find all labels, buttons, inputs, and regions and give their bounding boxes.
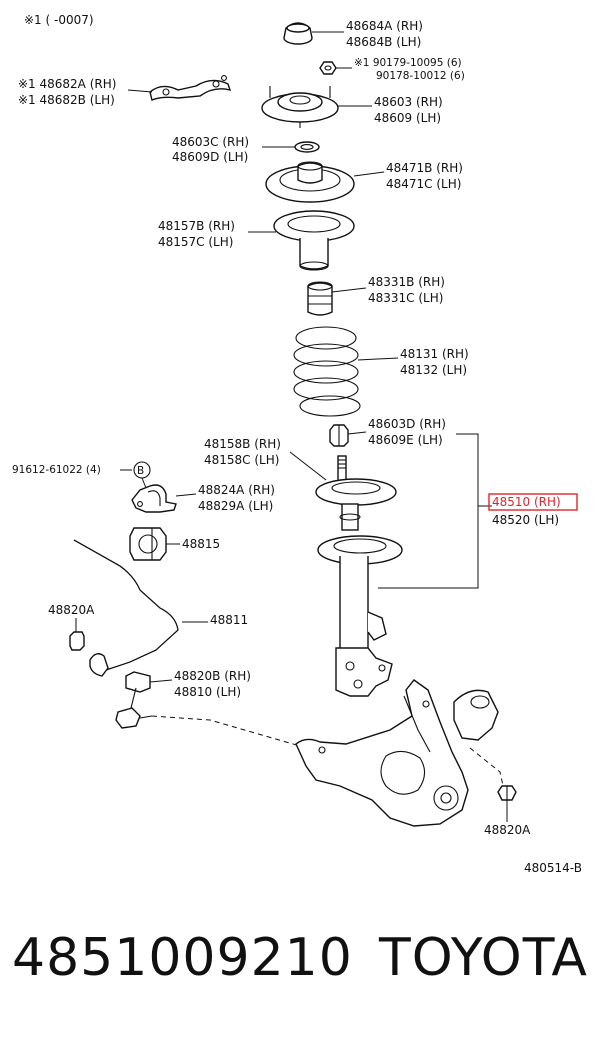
leader-48603d: [347, 431, 367, 435]
label-48510-highlighted: 48510 (RH): [492, 495, 561, 509]
coil-spring-part: [293, 326, 361, 417]
steering-knuckle-part: [295, 679, 499, 827]
bracket-part: [149, 75, 232, 101]
leader-48820b: [149, 679, 173, 683]
nut-part: [319, 61, 337, 75]
part-number: 4851009210: [12, 928, 353, 988]
label-48820a-left: 48820A: [48, 603, 95, 617]
label-90178: 90178-10012 (6): [376, 70, 465, 82]
assembly-bracket-line: [378, 433, 479, 589]
label-48824a: 48824A (RH): [198, 483, 275, 497]
strut-mount-part: [261, 86, 339, 128]
upper-spring-seat-part: [265, 161, 355, 203]
label-48682b: ※1 48682B (LH): [18, 93, 115, 107]
stabilizer-bracket-part: [131, 484, 177, 513]
dust-cap-part: [283, 22, 313, 45]
label-48131: 48131 (RH): [400, 347, 469, 361]
bump-stopper-part: [307, 281, 333, 316]
label-48684b: 48684B (LH): [346, 35, 421, 49]
label-48810: 48810 (LH): [174, 685, 241, 699]
spring-insulator-part: [273, 210, 355, 271]
label-48820b: 48820B (RH): [174, 669, 251, 683]
nut-right-part: [497, 785, 517, 801]
label-48331b: 48331B (RH): [368, 275, 445, 289]
leader-48682: [127, 89, 153, 93]
stabilizer-bushing-part: [129, 527, 167, 561]
label-48157b: 48157B (RH): [158, 219, 235, 233]
label-48811: 48811: [210, 613, 248, 627]
label-48471c: 48471C (LH): [386, 177, 461, 191]
label-48820a-right: 48820A: [484, 823, 531, 837]
label-48603: 48603 (RH): [374, 95, 443, 109]
label-48158b: 48158B (RH): [204, 437, 281, 451]
label-48609d: 48609D (LH): [172, 150, 248, 164]
stabilizer-bar-part: [73, 539, 179, 677]
label-48157c: 48157C (LH): [158, 235, 233, 249]
header-note: ※1 ( -0007): [24, 13, 94, 27]
label-48609: 48609 (LH): [374, 111, 441, 125]
label-90179: ※1 90179-10095 (6): [354, 57, 462, 69]
parts-diagram: ※1 ( -0007) 48684A (RH) 48684B (LH) ※1 9…: [12, 13, 582, 875]
leader-48471: [353, 171, 385, 177]
label-91612: 91612-61022 (4): [12, 464, 101, 476]
label-48682a: ※1 48682A (RH): [18, 77, 116, 91]
label-48331c: 48331C (LH): [368, 291, 443, 305]
leader-48131: [357, 357, 399, 361]
brand-name: TOYOTA: [379, 928, 588, 988]
label-48471b: 48471B (RH): [386, 161, 463, 175]
leader-48158: [289, 451, 327, 481]
stabilizer-link-part: [115, 671, 153, 729]
nut-left-part: [69, 631, 85, 651]
caption-bar: 4851009210 TOYOTA: [0, 928, 600, 1018]
label-48609e: 48609E (LH): [368, 433, 443, 447]
lock-nut-part: [329, 424, 349, 447]
label-48158c: 48158C (LH): [204, 453, 279, 467]
label-48132: 48132 (LH): [400, 363, 467, 377]
leader-48824: [175, 493, 197, 497]
figure-code: 480514-B: [524, 861, 582, 875]
label-48829a: 48829A (LH): [198, 499, 273, 513]
label-48603d: 48603D (RH): [368, 417, 446, 431]
leader-48331: [331, 287, 367, 293]
label-48603c: 48603C (RH): [172, 135, 249, 149]
label-48520: 48520 (LH): [492, 513, 559, 527]
shock-absorber-part: [315, 455, 403, 697]
callout-b: B: [137, 465, 144, 477]
label-48815: 48815: [182, 537, 220, 551]
bearing-part: [294, 141, 320, 153]
highlight-box: [488, 493, 578, 511]
label-48684a: 48684A (RH): [346, 19, 423, 33]
